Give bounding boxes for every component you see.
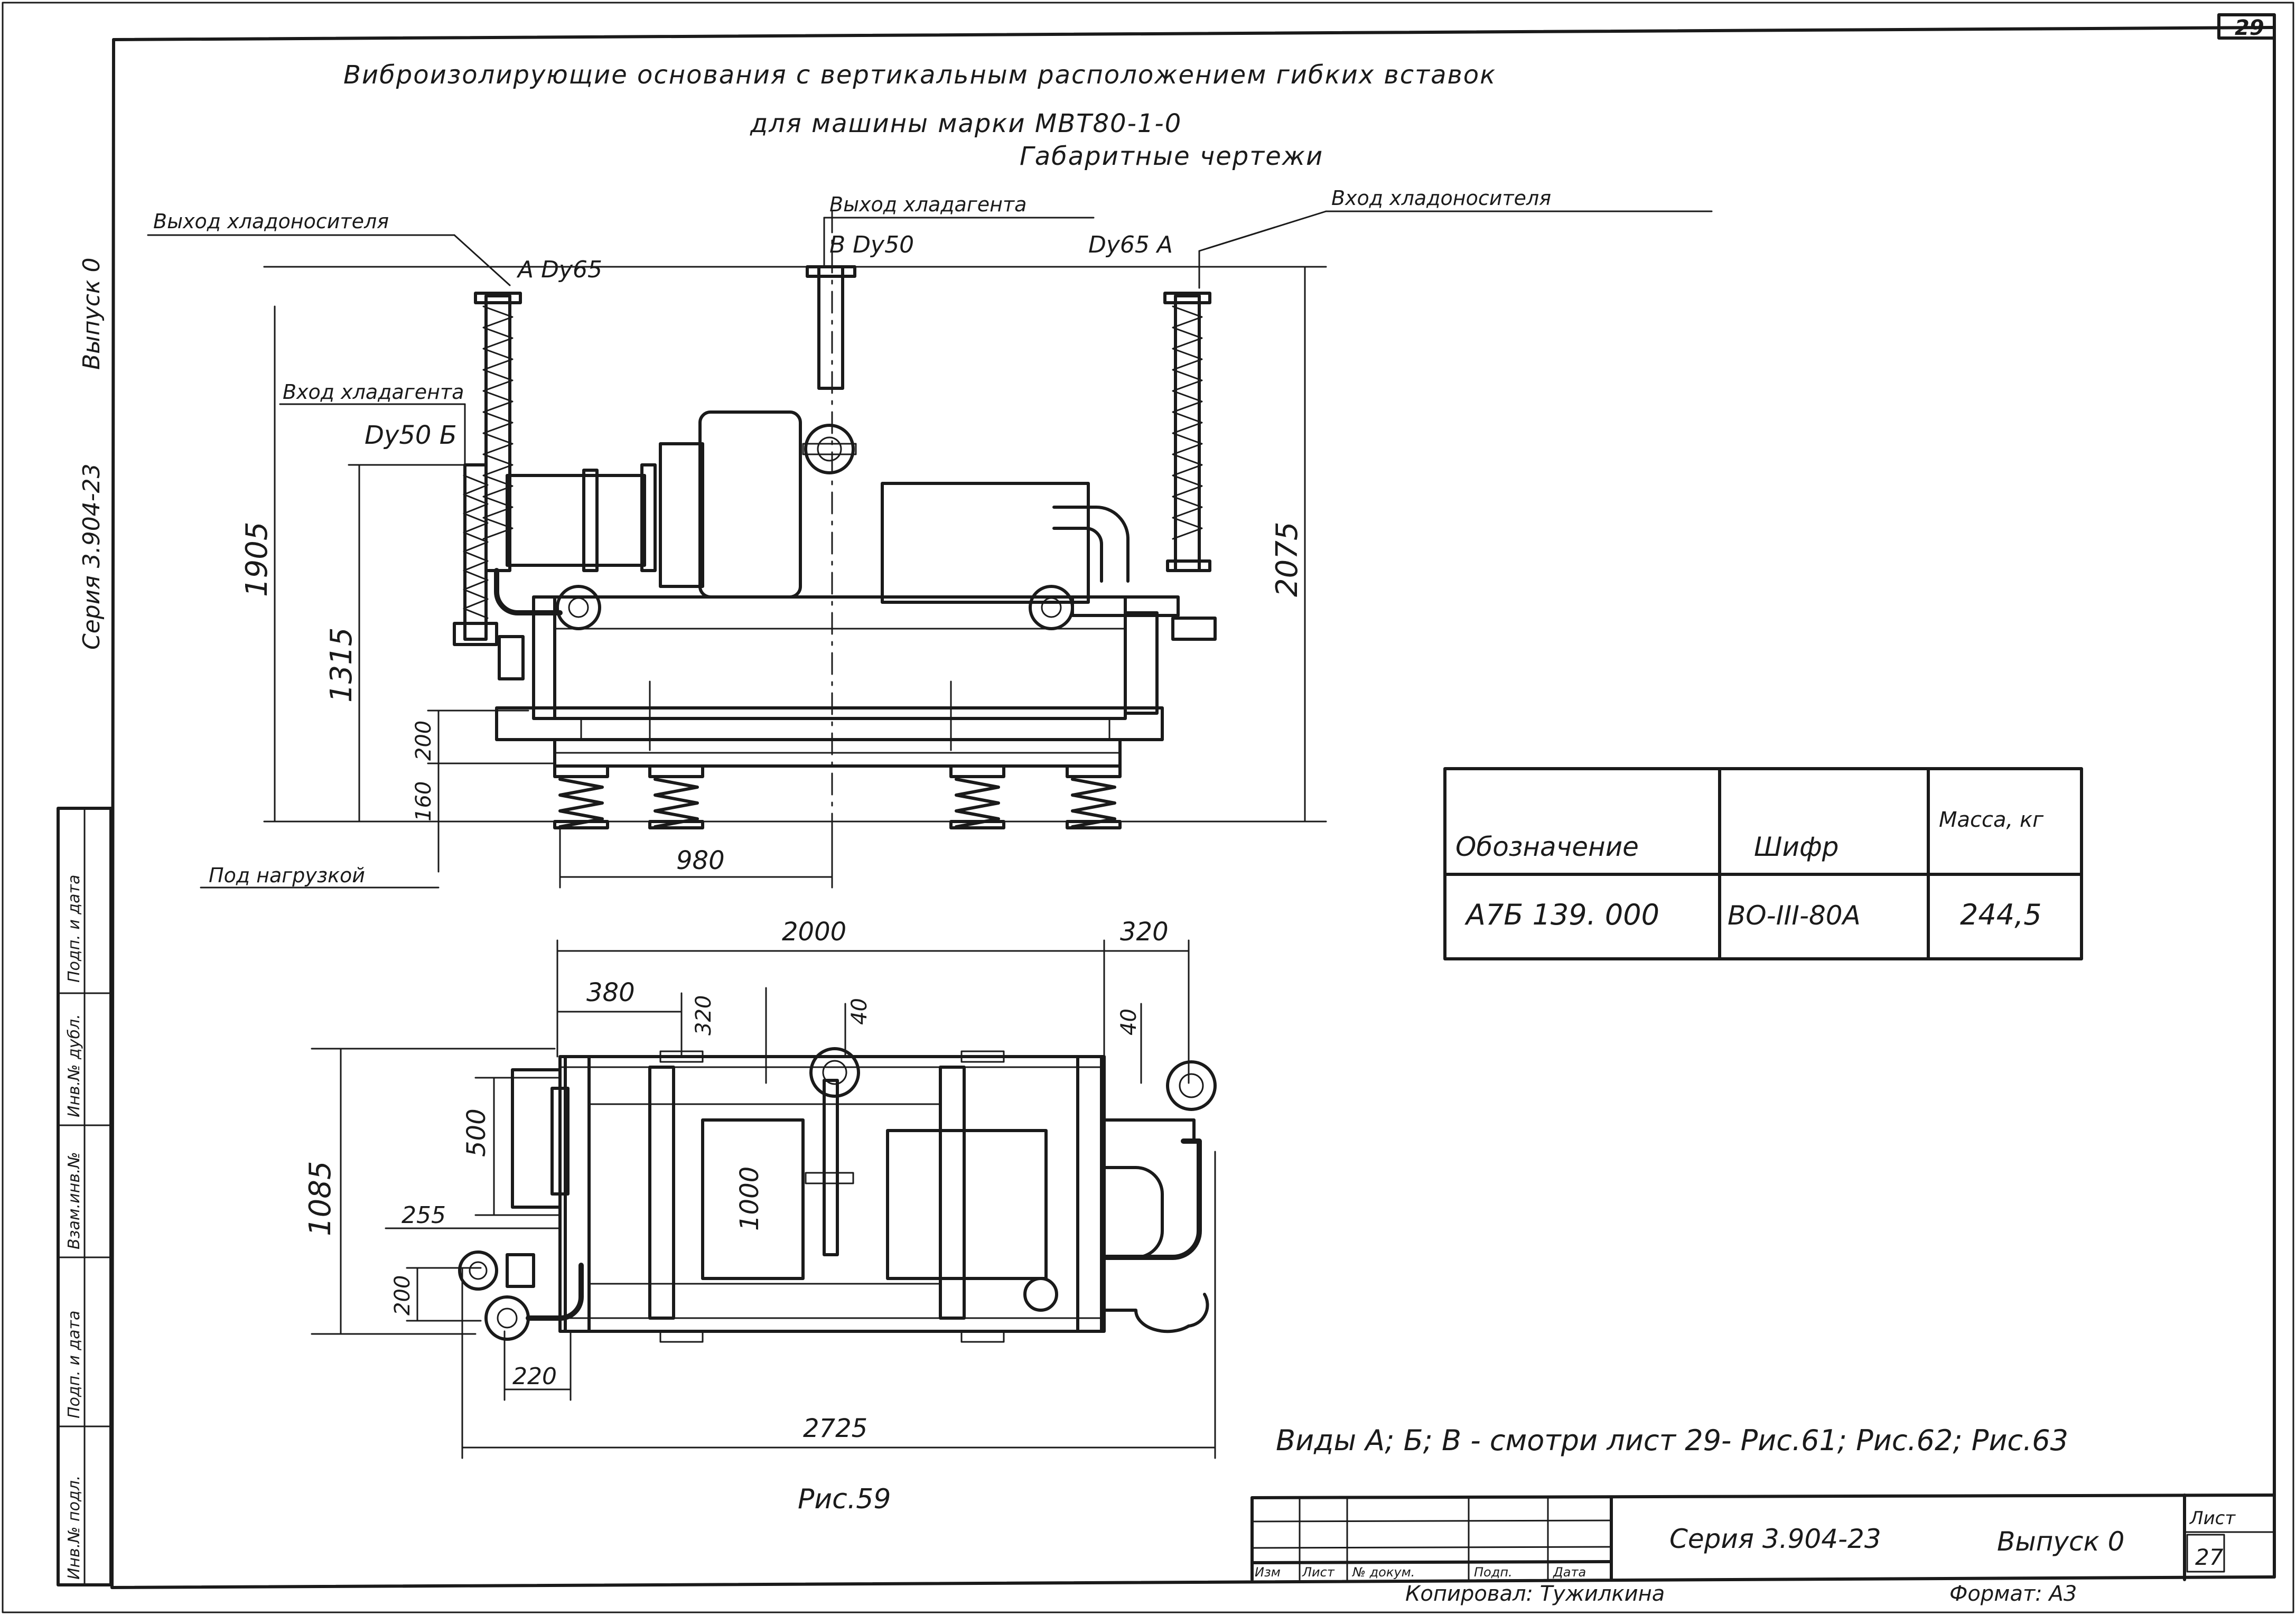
tb-copied-by: Копировал: Тужилкина [1405, 1582, 1665, 1606]
under-load-label: Под нагрузкой [209, 864, 365, 887]
drawing-title-line3: Габаритные чертежи [1020, 142, 1323, 171]
tb-issue: Выпуск 0 [1997, 1526, 2124, 1557]
dim-40-b: 40 [1117, 1009, 1141, 1035]
plan-view [311, 939, 1217, 1459]
dim-320-vertical: 320 [692, 995, 716, 1035]
coolant-outlet-label: Выход хладоносителя [153, 210, 389, 233]
tb-col-doc: № докум. [1351, 1565, 1415, 1580]
dim-2000: 2000 [782, 917, 846, 947]
refrigerant-inlet-label: Вход хладагента [283, 380, 464, 404]
title-block [1250, 1493, 2276, 1581]
dim-2075: 2075 [1270, 521, 1304, 597]
side-margin-text: Серия 3.904-23 Выпуск 0 [78, 258, 105, 650]
dim-1000: 1000 [735, 1166, 764, 1231]
spec-header-designation: Обозначение [1455, 832, 1639, 862]
side-series: Серия 3.904-23 [78, 463, 105, 650]
dim-1315: 1315 [324, 627, 359, 703]
spec-cell-code: ВО-III-80А [1728, 900, 1861, 931]
tb-col-sign: Подп. [1474, 1565, 1513, 1580]
vibration-springs [553, 764, 1122, 829]
stamp-sign-date-bottom: Подп. и дата [65, 1311, 83, 1418]
dim-500: 500 [462, 1108, 491, 1157]
tb-sheet-number: 27 [2195, 1544, 2224, 1570]
dim-380: 380 [586, 978, 635, 1007]
drawing-title-line1: Виброизолирующие основания с вертикальны… [343, 60, 1496, 90]
dim-200: 200 [412, 721, 436, 761]
tb-sheet-label: Лист [2189, 1508, 2236, 1529]
side-issue: Выпуск 0 [78, 258, 105, 370]
refrigerant-inlet-tag: Dy50 Б [365, 421, 457, 450]
views-note: Виды А; Б; В - смотри лист 29- Рис.61; Р… [1276, 1424, 2068, 1457]
tb-col-sheet: Лист [1302, 1565, 1335, 1580]
tb-col-change: Изм [1255, 1565, 1281, 1580]
elevation-view [147, 210, 1713, 889]
dim-40-a: 40 [847, 998, 872, 1025]
dim-160: 160 [412, 781, 436, 821]
corner-sheet-mark: 29 [2235, 16, 2264, 40]
spec-cell-designation: А7Б 139. 000 [1464, 898, 1659, 931]
dim-200-plan: 200 [390, 1275, 415, 1315]
refrigerant-outlet-tag: B Dy50 [829, 231, 914, 258]
coolant-inlet-label: Вход хладоносителя [1331, 186, 1551, 210]
tb-col-date: Дата [1553, 1565, 1586, 1580]
dim-980: 980 [676, 846, 725, 875]
stamp-replace-number: Взам.инв.№ [65, 1152, 83, 1249]
dim-320-right: 320 [1120, 917, 1169, 947]
stamp-sign-date-top: Подп. и дата [65, 875, 83, 983]
stamp-column [57, 807, 113, 1586]
tb-format: Формат: А3 [1949, 1582, 2077, 1606]
spec-table [1443, 767, 2083, 960]
spec-header-code: Шифр [1754, 832, 1838, 862]
figure-caption: Рис.59 [798, 1483, 891, 1515]
dim-220: 220 [512, 1363, 557, 1390]
dim-255: 255 [402, 1202, 446, 1229]
tb-series: Серия 3.904-23 [1669, 1524, 1881, 1554]
coolant-inlet-tag: Dy65 A [1088, 231, 1173, 258]
stamp-dup-number: Инв.№ дубл. [65, 1014, 83, 1117]
coolant-outlet-tag: A Dy65 [516, 256, 602, 283]
spec-cell-mass: 244,5 [1960, 898, 2042, 931]
dim-1085: 1085 [303, 1161, 338, 1236]
refrigerant-outlet-label: Выход хладагента [829, 193, 1026, 216]
dim-1905: 1905 [240, 521, 274, 597]
spec-header-mass: Масса, кг [1939, 808, 2044, 832]
dim-2725: 2725 [803, 1414, 867, 1443]
drawing-title-line2: для машины марки МВТ80-1-0 [750, 109, 1182, 138]
stamp-orig-number: Инв.№ подл. [65, 1476, 83, 1580]
